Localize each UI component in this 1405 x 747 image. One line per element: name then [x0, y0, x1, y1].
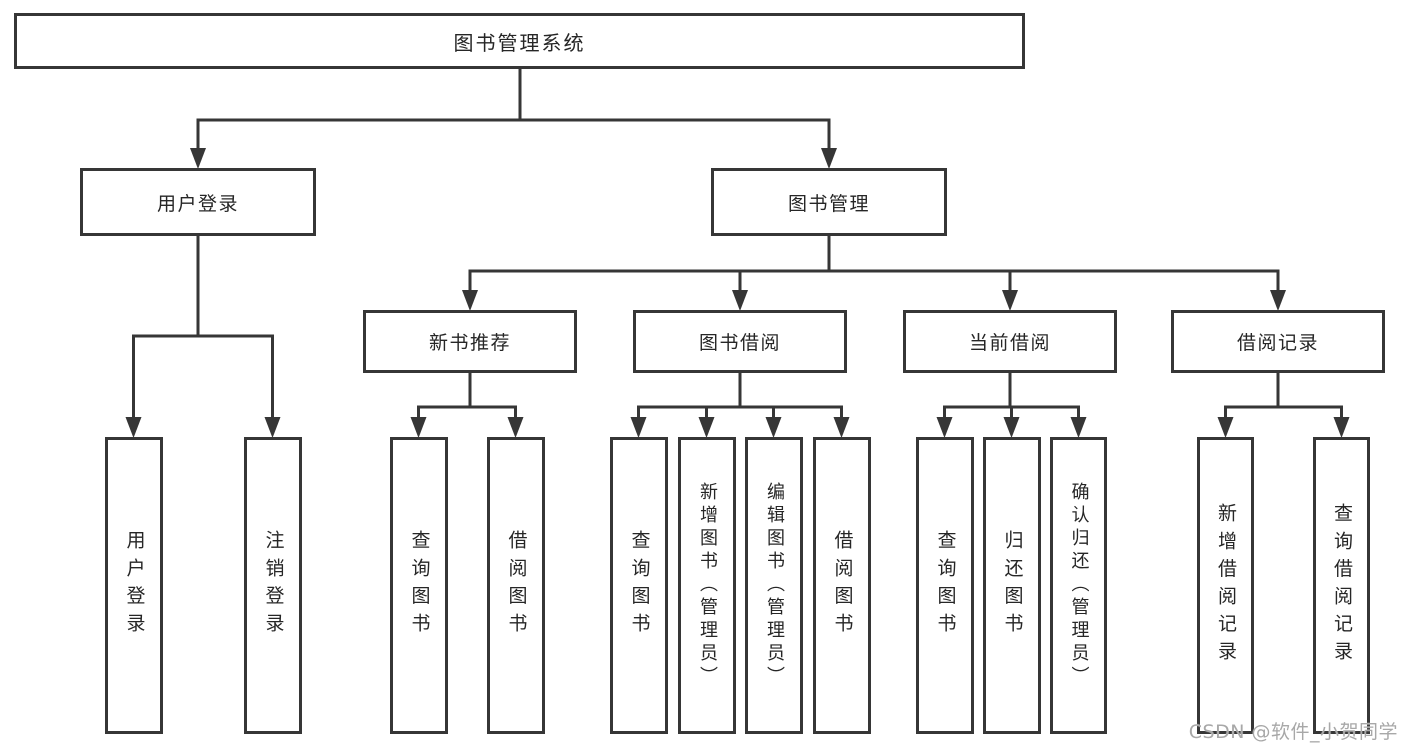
node-current-borrowing: 当前借阅 [903, 310, 1117, 373]
leaf-borrow-books-borrowing: 借阅图书 [813, 437, 871, 734]
node-book-borrowing: 图书借阅 [633, 310, 847, 373]
leaf-return-books: 归还图书 [983, 437, 1041, 734]
leaf-edit-books-admin: 编辑图书（管理员） [745, 437, 803, 734]
node-new-book-recommend: 新书推荐 [363, 310, 577, 373]
node-user-login: 用户登录 [80, 168, 316, 236]
node-book-management: 图书管理 [711, 168, 947, 236]
csdn-watermark: CSDN @软件_小贺同学 [1188, 721, 1398, 743]
leaf-logout: 注销登录 [244, 437, 302, 734]
leaf-borrow-books-recommend: 借阅图书 [487, 437, 545, 734]
leaf-query-books-recommend: 查询图书 [390, 437, 448, 734]
leaf-confirm-return-admin: 确认归还（管理员） [1050, 437, 1107, 734]
leaf-add-borrow-record: 新增借阅记录 [1197, 437, 1254, 734]
leaf-add-books-admin: 新增图书（管理员） [678, 437, 736, 734]
leaf-query-books-current: 查询图书 [916, 437, 974, 734]
node-library-management-system: 图书管理系统 [14, 13, 1025, 69]
leaf-user-login: 用户登录 [105, 437, 163, 734]
node-borrowing-records: 借阅记录 [1171, 310, 1385, 373]
leaf-query-borrow-record: 查询借阅记录 [1313, 437, 1370, 734]
leaf-query-books-borrowing: 查询图书 [610, 437, 668, 734]
